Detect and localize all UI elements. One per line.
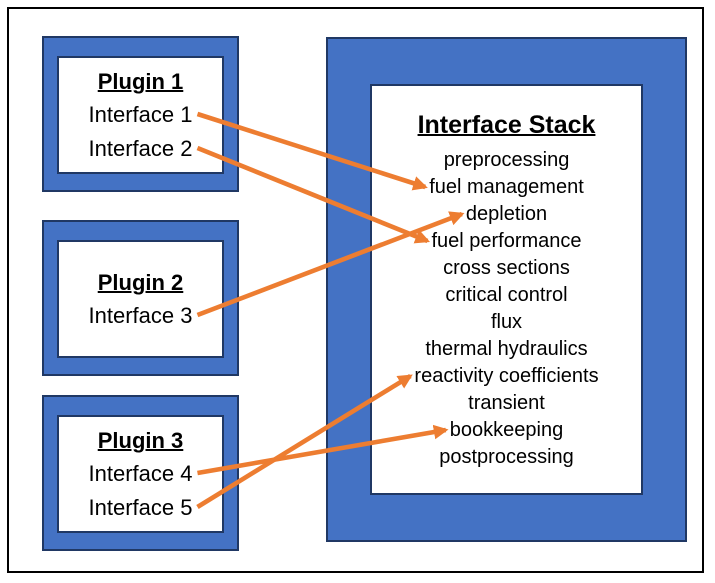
stack-item: bookkeeping [414,417,598,444]
stack-item-label: transient [468,392,545,414]
plugin-interface: Interface 5 [89,491,193,525]
stack-item-label: thermal hydraulics [425,338,588,360]
interface-stack-box: Interface Stack preprocessing fuel manage… [326,37,687,542]
stack-item-label: reactivity coefficients [414,365,599,387]
stack-item: fuel performance [414,228,598,255]
stack-item-label: bookkeeping [449,419,564,441]
stack-item: critical control [414,282,598,309]
plugin-title: Plugin 2 [97,269,184,295]
plugin-interface: Interface 2 [89,132,193,166]
plugin-interface-label: Interface 2 [88,135,193,161]
stack-item: flux [414,309,598,336]
stack-item: fuel management [414,174,598,201]
plugin-box-2: Plugin 2 Interface 3 [42,220,239,376]
plugin-interface: Interface 4 [89,457,193,491]
plugin-inner-1: Plugin 1 Interface 1 Interface 2 [57,56,224,174]
stack-item: thermal hydraulics [414,336,598,363]
plugin-interface-label: Interface 3 [88,302,193,328]
plugin-interface-label: Interface 4 [88,460,193,486]
plugin-interface: Interface 1 [89,98,193,132]
plugin-inner-2: Plugin 2 Interface 3 [57,240,224,358]
stack-item: transient [414,390,598,417]
plugin-interface-label: Interface 1 [88,101,193,127]
stack-item-label: cross sections [443,257,570,279]
interface-stack-list: preprocessing fuel management depletion fue… [414,147,598,471]
plugin-inner-3: Plugin 3 Interface 4 Interface 5 [57,415,224,533]
plugin-interface-label: Interface 5 [88,494,193,520]
plugin-box-1: Plugin 1 Interface 1 Interface 2 [42,36,239,192]
stack-item-label: postprocessing [439,446,574,468]
stack-item-label: depletion [465,203,548,225]
stack-item: cross sections [414,255,598,282]
interface-stack-title: Interface Stack [417,111,596,139]
interface-stack-inner: Interface Stack preprocessing fuel manage… [370,84,643,495]
stack-item-label: critical control [445,284,568,306]
stack-item: depletion [414,201,598,228]
stack-item-label: fuel performance [431,230,582,252]
plugin-box-3: Plugin 3 Interface 4 Interface 5 [42,395,239,551]
plugin-title: Plugin 1 [97,68,184,94]
stack-item: preprocessing [414,147,598,174]
stack-item: postprocessing [414,444,598,471]
outer-frame: Plugin 1 Interface 1 Interface 2 Plugin 2 In… [7,7,704,573]
stack-item-label: preprocessing [443,149,570,171]
plugin-title: Plugin 3 [97,427,184,453]
stack-item: reactivity coefficients [414,363,598,390]
stack-item-label: fuel management [429,176,584,198]
stack-item-label: flux [490,311,523,333]
plugin-interface: Interface 3 [89,299,193,333]
